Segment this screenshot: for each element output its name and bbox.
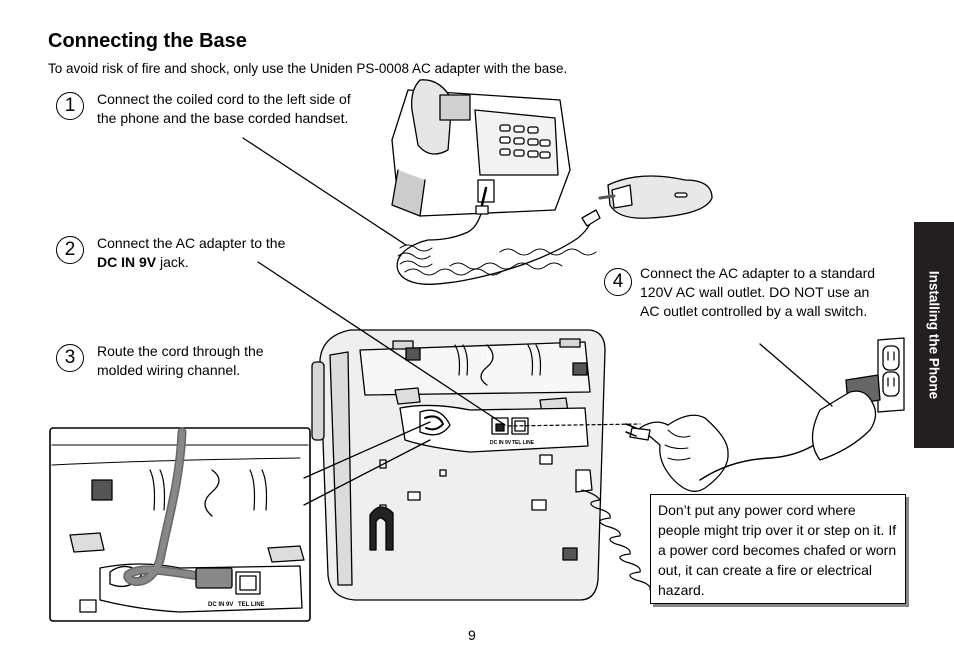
handset-drawing [598,175,713,219]
step-2-text-after: jack. [156,254,189,270]
wall-outlet-drawing [811,337,905,461]
step-2-text-before: Connect the AC adapter to the [97,235,286,251]
inset-zoom-drawing [49,427,311,622]
step-4-number: 4 [604,268,632,296]
section-tab-label: Installing the Phone [926,270,942,400]
section-subtitle: To avoid risk of fire and shock, only us… [48,61,568,76]
section-title: Connecting the Base [48,30,247,52]
page-number: 9 [468,627,476,643]
step-3-text: Route the cord through the molded wiring… [97,343,264,378]
base-underside-drawing [311,329,606,601]
step-3-number: 3 [56,344,84,372]
base-phone-drawing [391,79,571,217]
warning-box: Don’t put any power cord where people mi… [650,494,906,604]
jack-dc-label: DC IN 9V [490,440,512,446]
step-2-number: 2 [56,236,84,264]
step-2-text: Connect the AC adapter to the DC IN 9V j… [97,234,297,272]
step-1-text: Connect the coiled cord to the left side… [97,91,351,126]
hand-plug-drawing [625,409,851,492]
section-tab: Installing the Phone [914,222,954,448]
warning-text: Don’t put any power cord where people mi… [658,502,897,598]
step-2-text-bold: DC IN 9V [97,254,157,270]
inset-jack-dc-label: DC IN 9V [208,602,233,608]
jack-tel-label: TEL LINE [512,440,535,446]
step-1-number: 1 [56,92,84,120]
inset-jack-tel-label: TEL LINE [238,602,265,608]
coiled-cord-drawing [396,213,591,285]
step-4-text: Connect the AC adapter to a standard 120… [640,265,876,319]
